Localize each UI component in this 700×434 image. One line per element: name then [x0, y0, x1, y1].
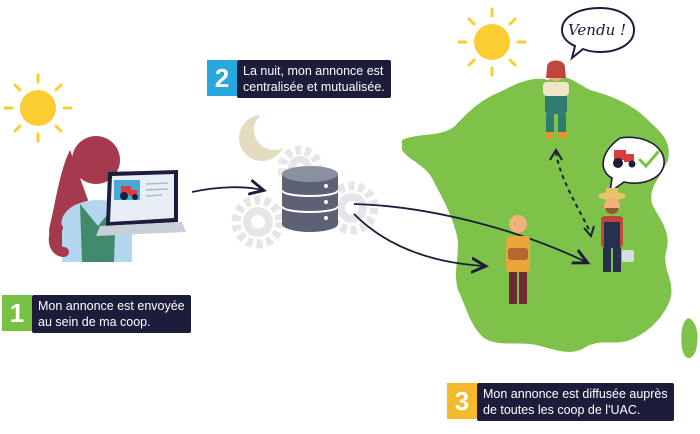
arrow-to-farmer-right [353, 203, 586, 262]
step-2-line-1: La nuit, mon annonce est [243, 64, 384, 78]
step-3-number: 3 [447, 383, 477, 419]
step-3-callout: 3 Mon annonce est diffusée auprès de tou… [447, 383, 674, 421]
step-3-text: Mon annonce est diffusée auprès de toute… [477, 383, 674, 421]
sun-icon [457, 7, 527, 77]
dashed-exchange-arrow [555, 151, 591, 233]
step-1-callout: 1 Mon annonce est envoyée au sein de ma … [2, 295, 191, 333]
step-2-text: La nuit, mon annonce est centralisée et … [237, 60, 391, 98]
step-2-callout: 2 La nuit, mon annonce est centralisée e… [207, 60, 391, 98]
tractor-icon [120, 186, 138, 200]
moon-icon [239, 110, 294, 161]
arrow-to-farmer-left [353, 213, 484, 266]
sold-speech-text: Vendu ! [567, 21, 627, 39]
checkmark-icon [638, 150, 660, 169]
laptop-icon [96, 170, 186, 236]
corsica-island [681, 318, 698, 359]
arrow-to-server [191, 187, 262, 192]
step-3-line-2: de toutes les coop de l'UAC. [483, 403, 641, 417]
farmer-man-left [506, 215, 530, 304]
sun-icon [3, 73, 73, 143]
france-map [402, 76, 672, 352]
tractor-icon [613, 150, 636, 168]
speech-bubble-icon [560, 6, 636, 61]
step-1-text: Mon annonce est envoyée au sein de ma co… [32, 295, 191, 333]
step-1-line-1: Mon annonce est envoyée [38, 299, 185, 313]
step-2-line-2: centralisée et mutualisée. [243, 80, 385, 94]
farmer-man-right [598, 188, 634, 272]
farmer-woman [543, 60, 569, 138]
step-1-line-2: au sein de ma coop. [38, 315, 151, 329]
database-icon [281, 166, 339, 232]
step-1-number: 1 [2, 295, 32, 331]
step-3-line-1: Mon annonce est diffusée auprès [483, 387, 668, 401]
step-2-number: 2 [207, 60, 237, 96]
